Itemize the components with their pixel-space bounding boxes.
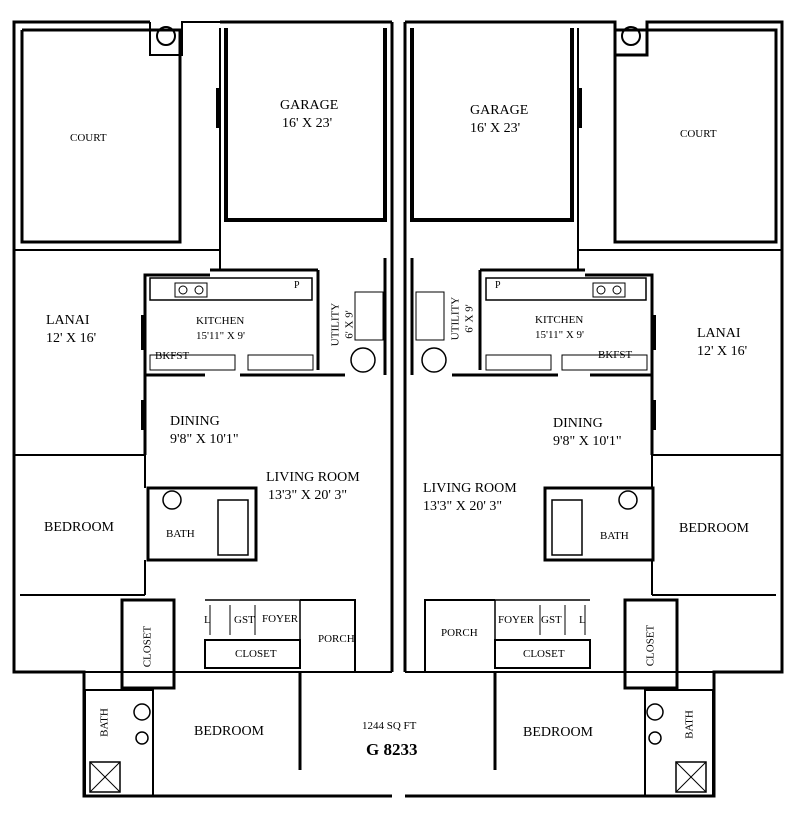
square-footage: 1244 SQ FT (362, 720, 417, 732)
linen-label-right: L (579, 614, 586, 626)
pantry-label-left: P (294, 280, 300, 291)
bkfst-label-left: BKFST (155, 350, 190, 362)
dining-dims-right: 9'8" X 10'1" (553, 434, 622, 449)
gst-label-left: GST (234, 614, 255, 626)
lanai-dims-right: 12' X 16' (697, 344, 748, 359)
living-label-left: LIVING ROOM (266, 470, 360, 485)
foyer-label-right: FOYER (498, 614, 535, 626)
linen-label-left: L (204, 614, 211, 626)
garage-dims-left: 16' X 23' (282, 116, 333, 131)
gst-label-right: GST (541, 614, 562, 626)
garage-dims-right: 16' X 23' (470, 121, 521, 136)
bath-label-right: BATH (600, 530, 629, 542)
bedroom-label-right: BEDROOM (679, 521, 750, 536)
closet-vert-left: CLOSET (141, 625, 154, 668)
utility-dims-right: 6' X 9' (463, 304, 476, 333)
plan-id: G 8233 (366, 740, 418, 759)
porch-label-left: PORCH (318, 633, 355, 645)
garage-label-left: GARAGE (280, 98, 339, 113)
closet-horiz-right: CLOSET (523, 648, 565, 660)
dining-dims-left: 9'8" X 10'1" (170, 432, 239, 447)
dining-label-right: DINING (553, 416, 603, 431)
kitchen-label-left: KITCHEN (196, 315, 245, 327)
closet-vert-right: CLOSET (644, 624, 657, 667)
bath-label-left: BATH (166, 528, 195, 540)
court-label-left: COURT (70, 132, 107, 144)
court-label-right: COURT (680, 128, 717, 140)
lanai-dims-left: 12' X 16' (46, 331, 97, 346)
living-dims-left: 13'3" X 20' 3" (268, 488, 348, 503)
living-label-right: LIVING ROOM (423, 481, 517, 496)
pantry-label-right: P (495, 280, 501, 291)
bedroom-lower-right: BEDROOM (523, 725, 594, 740)
dining-label-left: DINING (170, 414, 220, 429)
kitchen-label-right: KITCHEN (535, 314, 584, 326)
bath2-label-left: BATH (98, 708, 111, 737)
bedroom-label-left: BEDROOM (44, 520, 115, 535)
kitchen-dims-right: 15'11" X 9' (535, 329, 584, 341)
foyer-label-left: FOYER (262, 613, 299, 625)
bedroom-lower-left: BEDROOM (194, 724, 265, 739)
utility-label-left: UTILITY (329, 302, 342, 347)
garage-label-right: GARAGE (470, 103, 529, 118)
living-dims-right: 13'3" X 20' 3" (423, 499, 503, 514)
kitchen-dims-left: 15'11" X 9' (196, 330, 245, 342)
lanai-label-left: LANAI (46, 313, 90, 328)
bkfst-label-right: BKFST (598, 349, 633, 361)
utility-label-right: UTILITY (449, 296, 462, 341)
closet-horiz-left: CLOSET (235, 648, 277, 660)
porch-label-right: PORCH (441, 627, 478, 639)
lanai-label-right: LANAI (697, 326, 741, 341)
utility-dims-left: 6' X 9' (343, 310, 356, 339)
bath2-label-right: BATH (683, 710, 696, 739)
